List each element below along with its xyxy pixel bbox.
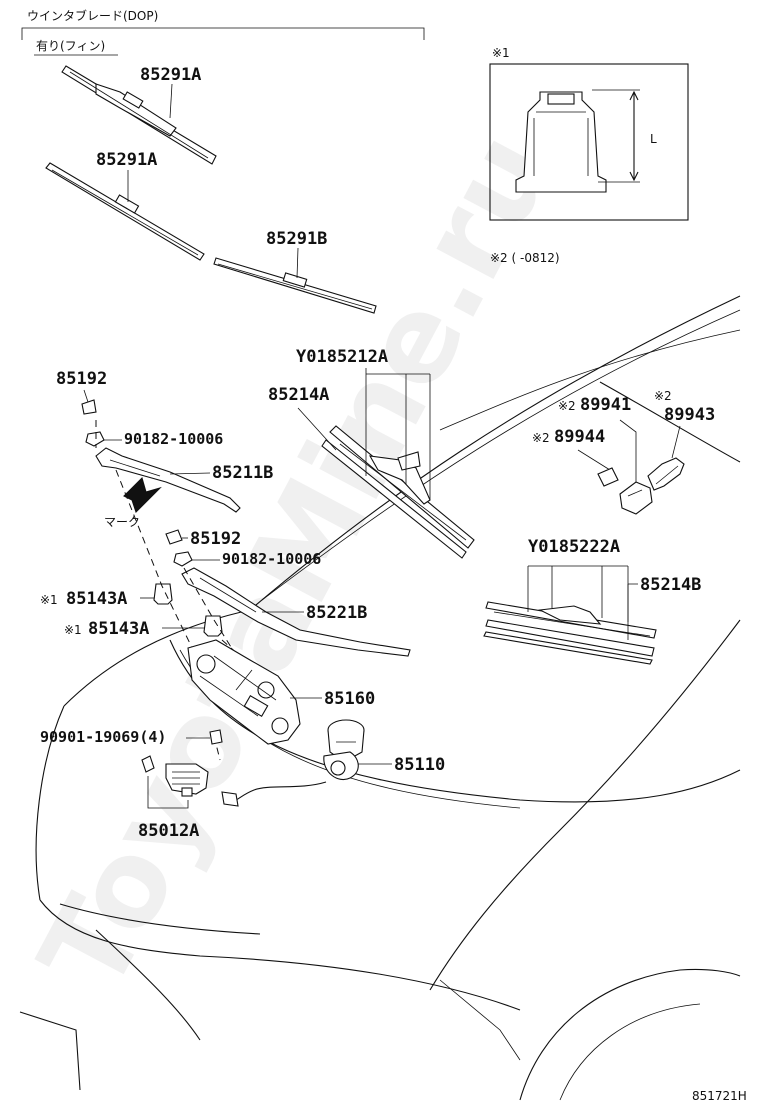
wiper-arm-85211b[interactable] [95, 447, 241, 513]
label-90182-10006-1: 90182-10006 [124, 430, 223, 448]
pivot-85143a-2[interactable] [203, 615, 223, 637]
pivot-cap-2[interactable] [165, 529, 183, 545]
connector-bracket [147, 776, 189, 809]
label-85143a-1: 85143A [66, 589, 127, 609]
note1-mark: ※1 [492, 46, 510, 60]
label-85291a-2: 85291A [96, 150, 157, 170]
label-85221b: 85221B [306, 603, 367, 623]
mark-89941: ※2 [558, 399, 576, 413]
note1-box [489, 63, 689, 221]
note2-text: ※2 ( -0812) [490, 251, 560, 265]
nut-2[interactable] [173, 551, 193, 567]
pivot-85143a-1[interactable] [153, 583, 173, 605]
leader-85214a [297, 407, 337, 451]
label-85192-1: 85192 [56, 369, 107, 389]
pivot-cap-section-drawing [515, 89, 640, 193]
car-body-outline [19, 295, 741, 1101]
label-85214b: 85214B [640, 575, 701, 595]
label-85214a: 85214A [268, 385, 329, 405]
leader-89943 [671, 425, 681, 459]
group-bracket [21, 27, 425, 40]
wire-harness [235, 781, 327, 801]
leader-y0185222a [527, 565, 629, 622]
leader-85214b [627, 583, 638, 640]
nut-1[interactable] [85, 431, 105, 447]
winter-blade-2[interactable] [45, 162, 205, 261]
leader-89944 [577, 449, 611, 471]
part-89941[interactable] [619, 481, 653, 515]
wiper-linkage-85160[interactable] [187, 639, 301, 745]
mark-89944: ※2 [532, 431, 550, 445]
label-85211b: 85211B [212, 463, 273, 483]
part-89944[interactable] [597, 467, 619, 487]
label-90182-10006-2: 90182-10006 [222, 550, 321, 568]
label-85192-2: 85192 [190, 529, 241, 549]
note1-dimension: L [650, 132, 657, 146]
mark-89943: ※2 [654, 389, 672, 403]
pivot-1-mark: ※1 [40, 593, 58, 607]
label-y0185222a: Y0185222A [528, 537, 620, 557]
leader-y0185212a [365, 368, 431, 500]
label-89944: 89944 [554, 427, 605, 447]
subgroup-title: 有り(フィン) [36, 39, 105, 53]
mark-arrow-icon [123, 476, 162, 514]
label-85110: 85110 [394, 755, 445, 775]
harness-plug [221, 791, 239, 807]
wiper-blade-assy-y0185222a[interactable] [483, 601, 657, 665]
label-mark: マーク [104, 515, 140, 529]
wiper-motor-85110[interactable] [323, 719, 365, 780]
leader-89941 [619, 419, 637, 482]
diagram-code: 851721H [692, 1089, 747, 1103]
winter-blade-1[interactable] [61, 65, 217, 165]
connector-85012a[interactable] [141, 755, 209, 797]
label-89941: 89941 [580, 395, 631, 415]
pivot-cap-1[interactable] [81, 399, 97, 415]
label-85291b: 85291B [266, 229, 327, 249]
label-89943: 89943 [664, 405, 715, 425]
label-85160: 85160 [324, 689, 375, 709]
pivot-2-mark: ※1 [64, 623, 82, 637]
wiper-arm-85221b[interactable] [181, 567, 411, 657]
label-90901-19069: 90901-19069(4) [40, 728, 166, 746]
label-85143a-2: 85143A [88, 619, 149, 639]
group-title: ウインタブレード(DOP) [27, 8, 158, 23]
label-85291a-1: 85291A [140, 65, 201, 85]
assembly-line-1 [95, 420, 199, 661]
part-89943[interactable] [647, 457, 685, 491]
winter-blade-3[interactable] [213, 257, 377, 314]
bolt-icon[interactable] [209, 729, 223, 745]
label-y0185212a: Y0185212A [296, 347, 388, 367]
label-85012a: 85012A [138, 821, 199, 841]
